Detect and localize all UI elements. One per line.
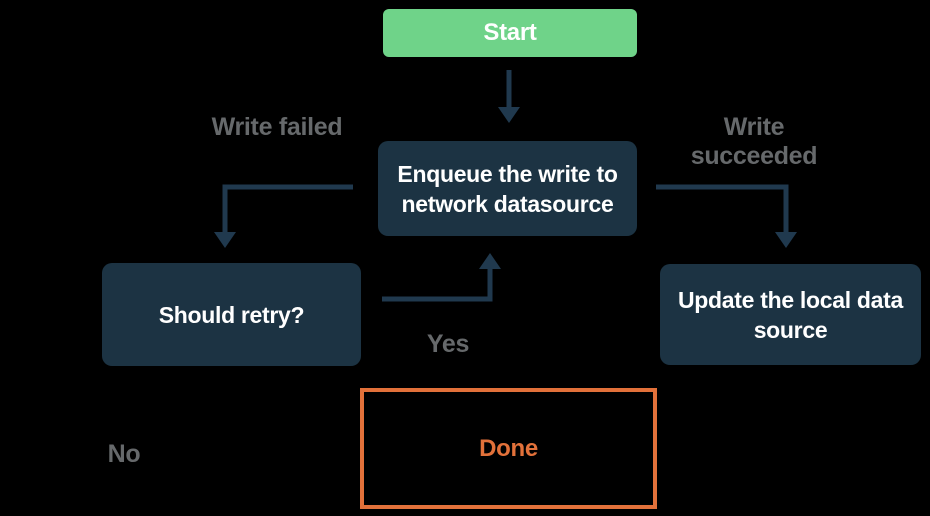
- node-done: Done: [360, 388, 657, 509]
- edge-label-write-succeeded: Write succeeded: [690, 113, 818, 170]
- node-should-retry: Should retry?: [102, 263, 361, 366]
- node-enqueue-write: Enqueue the write to network datasource: [378, 141, 637, 236]
- node-update-local-data-source: Update the local data source: [660, 264, 921, 365]
- arrow-enqueue-to-should-retry: [214, 184, 353, 248]
- arrow-should-retry-to-enqueue: [382, 253, 501, 302]
- node-start: Start: [383, 9, 637, 57]
- edge-label-yes: Yes: [426, 330, 470, 358]
- edge-label-no: No: [107, 440, 141, 468]
- edge-label-write-failed: Write failed: [211, 113, 343, 141]
- arrow-enqueue-to-update-local: [656, 184, 797, 248]
- arrow-start-to-enqueue: [498, 70, 520, 123]
